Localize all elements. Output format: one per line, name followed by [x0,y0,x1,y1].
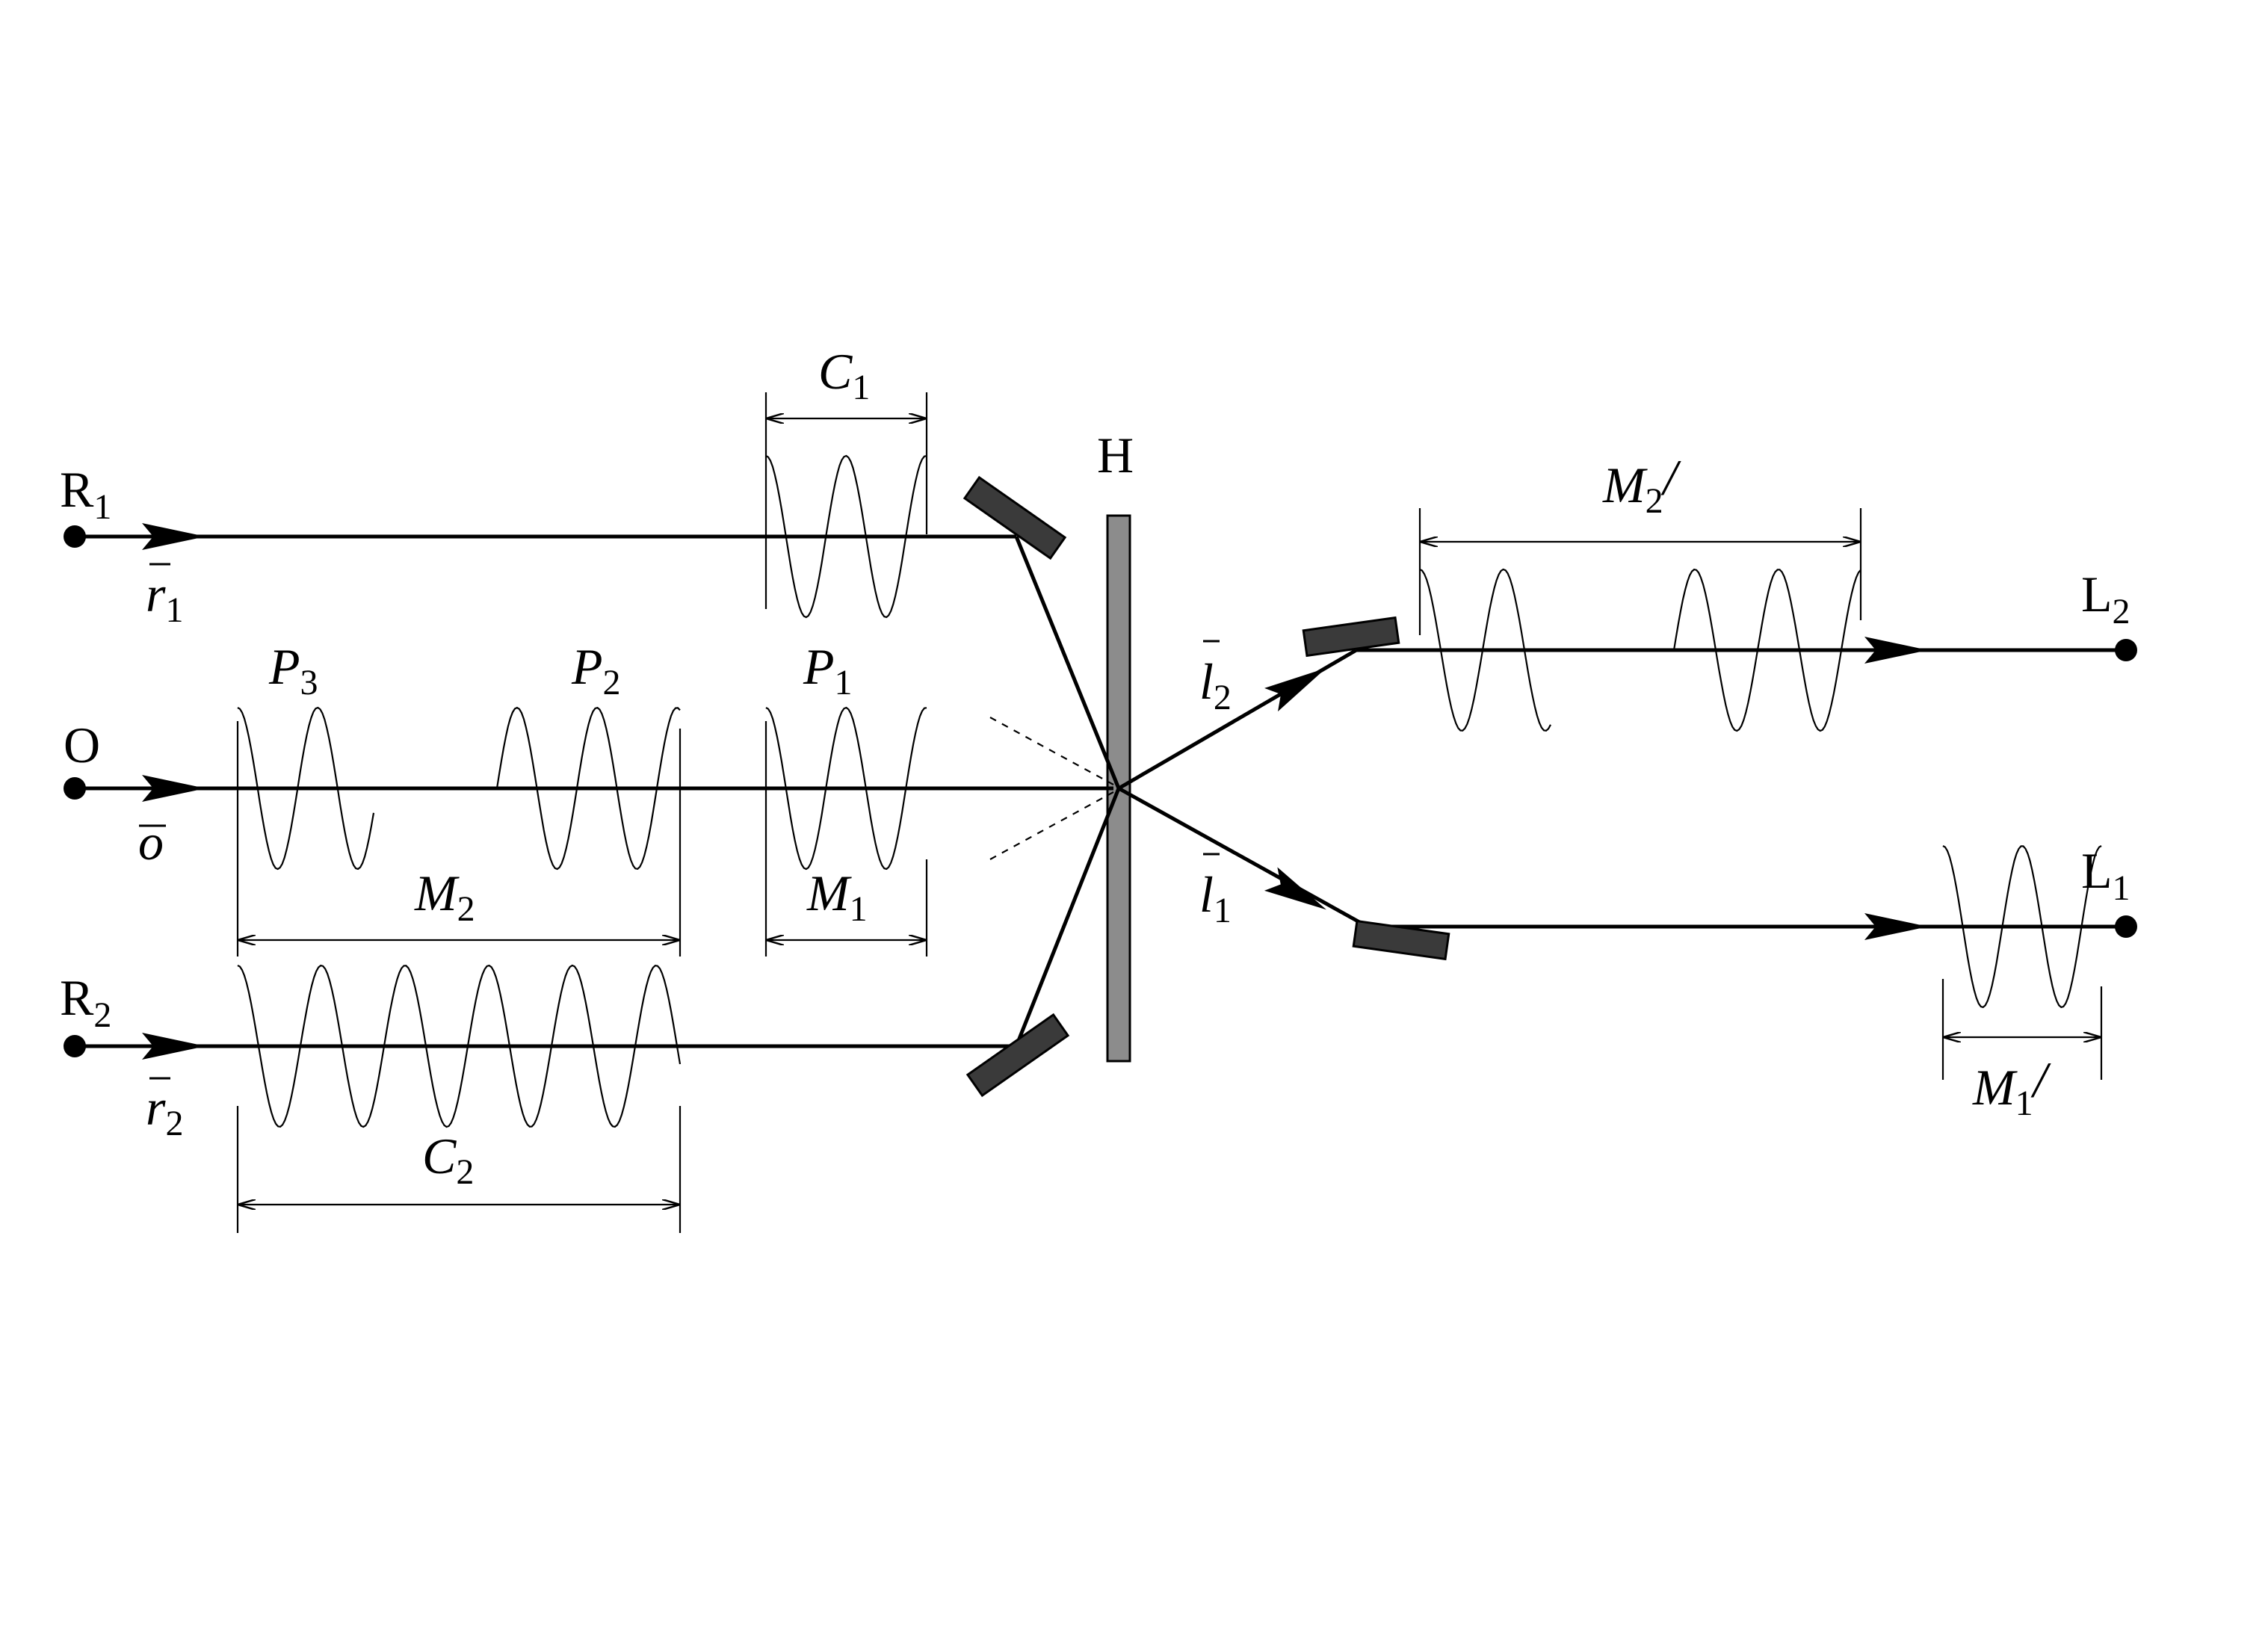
label-m2: M2 [414,865,475,929]
point-r1 [64,525,86,548]
wave-p2 [495,706,681,871]
wave-m2p-a [1419,568,1551,732]
label-o: O [64,717,100,773]
dimension-arrows [239,418,2100,1205]
vector-overbars [139,563,1220,1080]
mirror-lower-right [1352,919,1450,961]
label-p3: P3 [268,638,318,702]
arrowhead-l2 [1264,668,1326,712]
dashed-guide-lower [989,791,1114,860]
wave-p3 [237,706,375,871]
arrowhead-o [142,775,206,802]
point-o [64,777,86,800]
arrowhead-l1 [1264,867,1326,910]
label-r2: R2 [60,969,111,1035]
label-vector-r1: r1 [146,566,183,630]
beam-arrowheads [142,523,1928,1060]
labels: R1 O R2 H L2 L1 r1 o r2 l2 l1 C1 P3 P2 P… [60,343,2131,1192]
point-r2 [64,1035,86,1057]
beams [75,534,2126,1048]
wave-c1 [765,454,927,619]
wave-trains [237,454,2102,1128]
point-l1 [2115,915,2137,938]
mirror-upper-left [962,475,1067,560]
arrowhead-r1 [142,523,206,550]
label-l1: L1 [2081,842,2131,908]
source-points [64,525,2137,1057]
mirrors [962,475,1450,1098]
label-m1: M1 [806,865,868,929]
output-beam-l1-diagonal [1117,786,1369,929]
label-m1-prime: M1/ [1972,1051,2052,1123]
dashed-guide-upper [989,717,1114,785]
label-p1: P1 [803,638,853,702]
reference-beam-r2-reflected [1014,788,1121,1047]
reference-beam-r1-reflected [1014,536,1121,789]
wave-p1 [765,706,927,871]
wave-m1p [1942,845,2102,1009]
arrowhead-l2-out [1864,637,1928,664]
wave-c2 [237,964,682,1128]
label-l2: L2 [2081,566,2131,631]
label-p2: P2 [571,638,621,702]
label-h: H [1097,427,1134,483]
mirror-upper-right [1302,616,1400,658]
label-vector-r2: r2 [146,1079,183,1143]
boundary-lines [236,392,2103,1233]
arrowhead-l1-out [1864,913,1928,940]
label-vector-o: o [138,814,164,871]
arrowhead-r2 [142,1033,206,1060]
wave-m2p-b [1672,568,1861,732]
mirror-lower-left [965,1013,1070,1098]
label-vector-l2: l2 [1199,653,1232,717]
point-l2 [2115,639,2137,661]
label-vector-l1: l1 [1199,866,1232,930]
label-c2: C2 [422,1128,474,1192]
label-c1: C1 [818,343,870,407]
label-r1: R1 [60,461,111,527]
label-m2-prime: M2/ [1602,449,1682,521]
